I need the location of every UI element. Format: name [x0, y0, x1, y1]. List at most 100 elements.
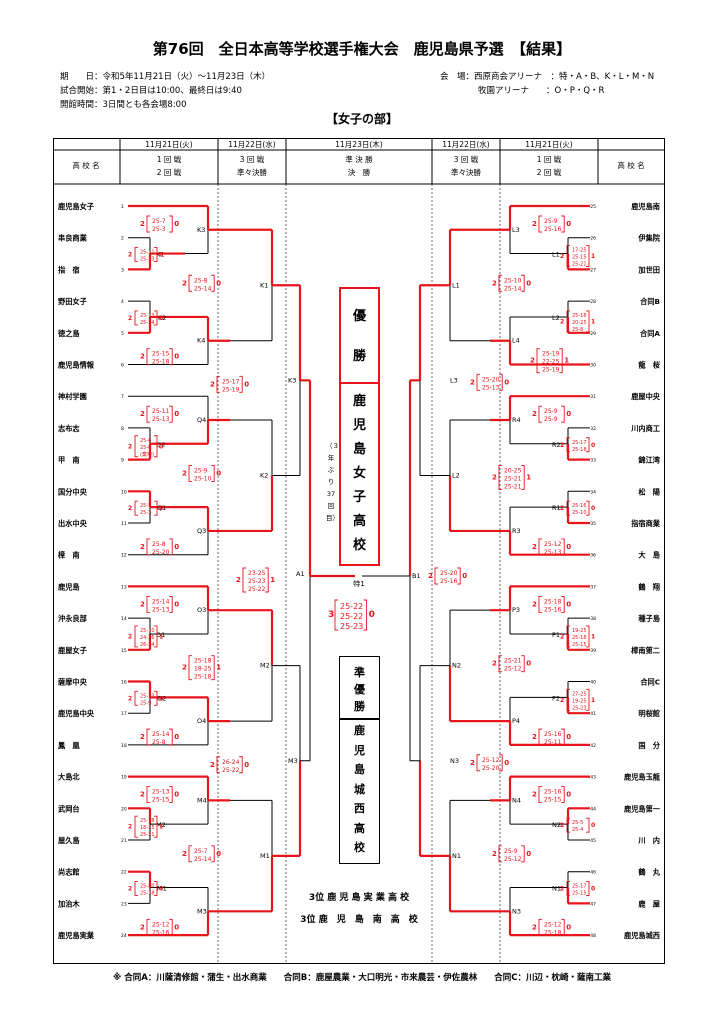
team-name-left: 徳之島	[57, 329, 80, 338]
score-bracket	[169, 786, 173, 804]
seed-number: 41	[590, 711, 596, 717]
score-sets-won: 2	[128, 695, 132, 702]
score-sets-lost: 0	[566, 733, 571, 741]
score-bracket	[363, 599, 368, 631]
seed-number: 1	[121, 204, 124, 210]
set-score: 22-25	[542, 359, 560, 366]
score-bracket	[154, 625, 158, 648]
seed-number: 36	[590, 553, 596, 559]
runnerup-divider	[339, 718, 380, 720]
set-score: 25-19	[222, 386, 240, 393]
set-score: 25-14	[194, 856, 212, 863]
match-code: P2	[552, 694, 560, 702]
score-sets-lost: 0	[174, 353, 179, 361]
team-name-left: 薩摩中央	[58, 678, 88, 687]
match-code: Q2	[156, 441, 165, 449]
score-sets-won: 2	[128, 315, 132, 322]
set-score: (棄権)	[140, 451, 154, 458]
seed-number: 44	[590, 806, 596, 812]
set-score: 25-11	[140, 250, 155, 256]
header-round: 3 回 戦	[240, 154, 265, 164]
set-score: 25-23	[572, 705, 587, 711]
score-sets-lost: 0	[526, 660, 531, 668]
score-sets-lost: 0	[159, 252, 163, 259]
score-sets-won: 2	[182, 850, 187, 858]
seed-number: 15	[121, 648, 127, 654]
match-code: K3	[288, 376, 296, 384]
set-score: 25-20	[152, 549, 170, 556]
set-score: 25-15	[572, 891, 587, 897]
score-bracket	[169, 538, 173, 556]
header-school: 高 校 名	[617, 160, 644, 170]
score-bracket	[154, 310, 158, 326]
score-sets-won: 2	[532, 600, 537, 608]
team-name-left: 鹿屋女子	[58, 646, 87, 655]
set-score: 25-20	[440, 570, 458, 577]
seed-number: 9	[121, 458, 124, 464]
match-code: K1	[260, 281, 268, 289]
score-bracket	[239, 756, 243, 774]
set-score: 25-11	[544, 739, 562, 746]
score-bracket	[521, 274, 525, 292]
set-score: 25-9	[544, 416, 558, 423]
team-name-left: 出水中央	[58, 519, 88, 528]
team-name-left: 鳳 凰	[58, 741, 80, 750]
runnerup-box	[339, 656, 380, 864]
score-sets-lost: 0	[216, 850, 221, 858]
score-sets-won: 2	[128, 633, 132, 640]
set-score: 25-19	[542, 351, 560, 358]
score-bracket	[586, 437, 590, 453]
match-code: L2	[452, 471, 460, 479]
set-score: 25-3	[140, 510, 151, 516]
seed-number: 8	[121, 426, 124, 432]
set-score: 25-21	[504, 483, 522, 490]
header-round: 準々決勝	[237, 167, 267, 177]
score-sets-won: 2	[140, 600, 145, 608]
score-bracket	[242, 567, 246, 593]
score-bracket	[586, 881, 590, 896]
seed-number: 46	[590, 870, 596, 876]
set-score: 25-17	[572, 440, 587, 446]
header-round: 決 勝	[348, 167, 371, 177]
header-round: 1 回 戦	[537, 154, 562, 164]
seed-number: 19	[121, 775, 127, 781]
set-score: 27-25	[572, 691, 587, 697]
score-bracket	[499, 373, 503, 391]
final-code: 特1	[353, 579, 364, 588]
page-title: 第76回 全日本高等学校選手権大会 鹿児島県予選 【結果】	[152, 40, 572, 58]
match-code: K3	[197, 226, 205, 234]
third-place: 3位 鹿 児 島 実 業 高 校	[308, 893, 410, 903]
set-score: 23-25	[248, 570, 266, 577]
seed-number: 7	[121, 394, 124, 400]
score-bracket	[146, 918, 150, 936]
score-bracket	[561, 728, 565, 746]
score-bracket	[434, 567, 438, 585]
match-code: N4	[512, 796, 521, 804]
set-score: 25-13	[152, 606, 170, 613]
match-code: N3	[512, 907, 521, 915]
score-sets-lost: 0	[174, 923, 179, 931]
score-sets-won: 2	[532, 220, 537, 228]
set-score: 25-6	[140, 438, 151, 444]
score-bracket	[146, 786, 150, 804]
score-sets-lost: 0	[159, 505, 163, 512]
set-score: 25-3	[152, 226, 166, 233]
set-score: 20-25	[572, 320, 587, 326]
score-bracket	[586, 625, 590, 648]
score-sets-lost: 1	[591, 633, 595, 640]
match-code: L3	[450, 376, 458, 384]
score-bracket	[265, 567, 269, 593]
score-bracket	[188, 274, 192, 292]
set-score: 25-21	[140, 832, 155, 838]
seed-number: 39	[590, 648, 596, 654]
score-sets-lost: 0	[159, 315, 163, 322]
seed-number: 20	[121, 806, 127, 812]
score-sets-won: 2	[140, 220, 145, 228]
seed-number: 14	[121, 616, 127, 622]
score-sets-won: 2	[532, 543, 537, 551]
info-dates: 期 日：令和5年11月21日（火）～11月23日（木）	[60, 72, 271, 82]
set-score: 25-18	[140, 891, 155, 897]
score-bracket	[188, 845, 192, 863]
score-sets-lost: 0	[159, 443, 163, 450]
set-score: 25-15	[152, 351, 170, 358]
